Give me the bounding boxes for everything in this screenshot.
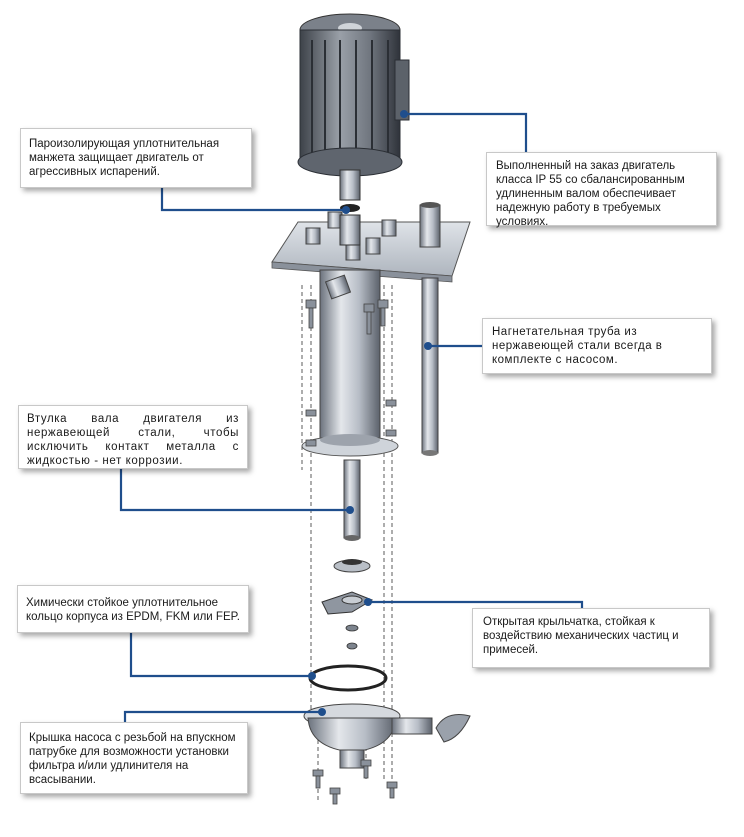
callout-impeller: Открытая крыльчатка, стойкая к воздейств…	[472, 608, 710, 668]
motor	[297, 13, 410, 212]
washers	[345, 624, 359, 650]
callout-shaft-sleeve-text: Втулка вала двигателя из нержавеющей ста…	[27, 413, 239, 467]
housing-seal-ring	[308, 664, 388, 692]
bottom-screws	[312, 759, 398, 805]
mechanical-seal	[333, 559, 371, 573]
pump-column	[301, 269, 399, 457]
callout-motor: Выполненный на заказ двигатель класса IP…	[486, 152, 717, 228]
impeller	[321, 591, 374, 615]
callout-motor-text: Выполненный на заказ двигатель класса IP…	[496, 160, 685, 228]
leader-lines	[119, 112, 584, 722]
callout-impeller-text: Открытая крыльчатка, стойкая к воздейств…	[483, 616, 679, 656]
callout-pump-cover-text: Крышка насоса с резьбой на впускном патр…	[29, 732, 236, 786]
bolts	[305, 299, 397, 447]
callout-vapor-seal-text: Пароизолирующая уплотнительная манжета з…	[29, 138, 220, 178]
callout-discharge-pipe-text: Нагнетательная труба из нержавеющей стал…	[492, 326, 663, 366]
callout-housing-ring: Химически стойкое уплотнительное кольцо …	[17, 585, 249, 633]
leader-dots	[308, 110, 432, 716]
callout-housing-ring-text: Химически стойкое уплотнительное кольцо …	[26, 597, 241, 623]
callout-pump-cover: Крышка насоса с резьбой на впускном патр…	[20, 722, 248, 794]
pump-cover	[303, 703, 471, 769]
callout-shaft-sleeve: Втулка вала двигателя из нержавеющей ста…	[18, 405, 248, 469]
shaft-sleeve	[343, 459, 361, 541]
callout-discharge-pipe: Нагнетательная труба из нержавеющей стал…	[482, 318, 712, 374]
callout-vapor-seal: Пароизолирующая уплотнительная манжета з…	[20, 128, 252, 188]
discharge-pipe	[419, 202, 441, 456]
